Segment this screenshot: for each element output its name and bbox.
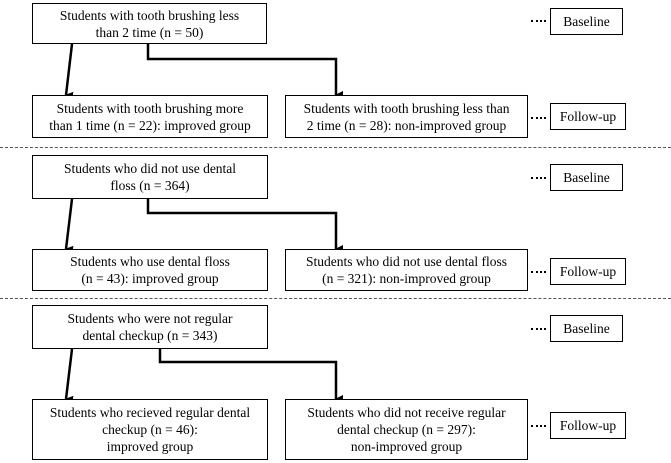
dotted-leader xyxy=(531,271,546,273)
nonimproved-box-2: Students who did not use dental floss (n… xyxy=(285,249,528,291)
dotted-leader xyxy=(531,328,546,330)
arrow-to-improved-2 xyxy=(64,198,74,254)
baseline-label-3: Baseline xyxy=(550,315,623,342)
nonimproved-1-line-2: 2 time (n = 28): non-improved group xyxy=(306,117,507,133)
nonimproved-3-line-3: non-improved group xyxy=(350,439,463,454)
improved-3-line-1: Students who recieved regular dental xyxy=(49,405,251,420)
followup-label-3: Follow-up xyxy=(550,412,626,439)
arrow-to-improved-3 xyxy=(64,348,74,404)
nonimproved-box-3: Students who did not receive regular den… xyxy=(285,399,528,460)
arrow-to-nonimproved-2 xyxy=(146,199,343,253)
section-divider xyxy=(0,147,671,148)
section2-arrows xyxy=(64,198,343,254)
arrow-to-nonimproved-1 xyxy=(146,44,343,99)
arrow-to-improved-1 xyxy=(64,43,74,100)
baseline-label-2: Baseline xyxy=(550,164,623,191)
improved-box-2: Students who use dental floss (n = 43): … xyxy=(32,249,268,291)
baseline-3-line-2: dental checkup (n = 343) xyxy=(82,328,218,343)
nonimproved-3-line-1: Students who did not receive regular xyxy=(307,405,506,420)
nonimproved-2-line-1: Students who did not use dental floss xyxy=(306,254,507,269)
dotted-leader xyxy=(531,20,546,22)
nonimproved-2-line-2: (n = 321): non-improved group xyxy=(322,271,491,286)
arrow-to-nonimproved-3 xyxy=(158,349,343,403)
dotted-leader xyxy=(531,177,546,179)
baseline-1-line-2: than 2 time (n = 50) xyxy=(95,24,204,40)
dotted-leader xyxy=(531,117,546,119)
baseline-box-1: Students with tooth brushing less than 2… xyxy=(32,3,267,44)
improved-2-line-1: Students who use dental floss xyxy=(70,254,230,269)
followup-label-2: Follow-up xyxy=(550,258,626,285)
baseline-box-2: Students who did not use dental floss (n… xyxy=(32,155,268,199)
followup-label-1: Follow-up xyxy=(550,103,626,130)
nonimproved-1-line-1: Students with tooth brushing less than xyxy=(303,100,510,116)
baseline-2-line-2: floss (n = 364) xyxy=(110,178,190,193)
section3-arrows xyxy=(64,348,343,404)
baseline-3-line-1: Students who were not regular xyxy=(67,311,233,326)
improved-2-line-2: (n = 43): improved group xyxy=(81,271,219,286)
nonimproved-3-line-2: dental checkup (n = 297): xyxy=(337,422,476,437)
improved-box-3: Students who recieved regular dental che… xyxy=(32,399,268,460)
section-divider xyxy=(0,298,671,299)
nonimproved-box-1: Students with tooth brushing less than 2… xyxy=(285,95,528,138)
baseline-2-line-1: Students who did not use dental xyxy=(63,161,237,176)
section1-arrows xyxy=(64,43,343,100)
baseline-1-line-1: Students with tooth brushing less xyxy=(59,7,240,23)
dotted-leader xyxy=(531,425,546,427)
improved-1-line-2: than 1 time (n = 22): improved group xyxy=(49,117,251,133)
baseline-box-3: Students who were not regular dental che… xyxy=(32,305,268,349)
improved-1-line-1: Students with tooth brushing more xyxy=(56,100,244,116)
improved-3-line-3: improved group xyxy=(106,439,194,454)
baseline-label-1: Baseline xyxy=(550,8,623,35)
improved-box-1: Students with tooth brushing more than 1… xyxy=(32,95,268,138)
improved-3-line-2: checkup (n = 46): xyxy=(102,422,198,437)
